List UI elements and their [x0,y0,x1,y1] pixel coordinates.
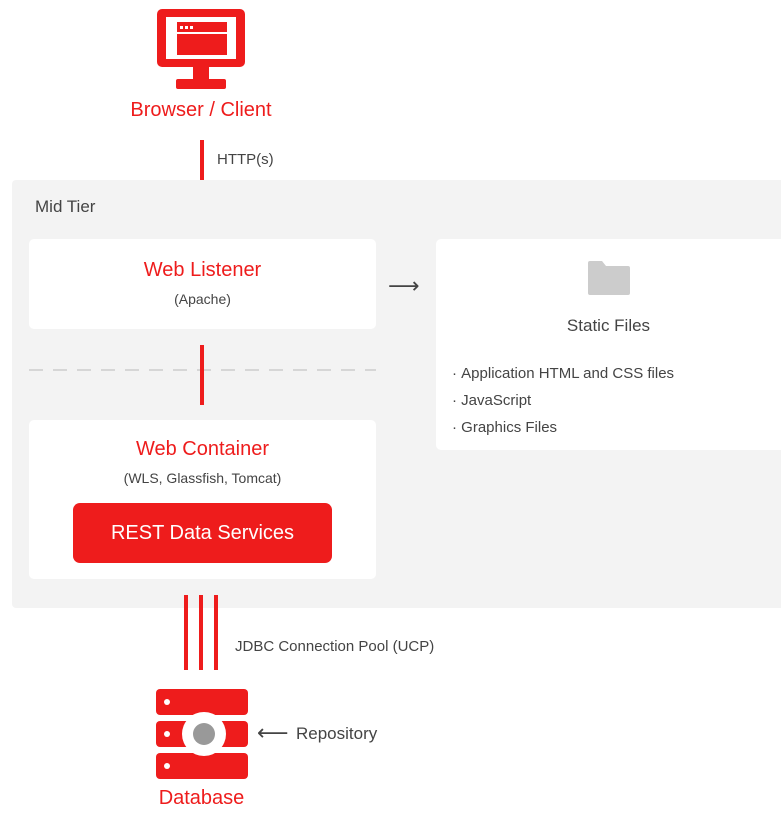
database-icon [156,689,248,779]
jdbc-line-3 [214,595,218,670]
list-item: Application HTML and CSS files [452,360,674,387]
arrow-right-icon: ⟶ [388,273,420,298]
web-listener-card: Web Listener (Apache) [29,239,376,329]
monitor-icon [157,9,245,89]
listener-container-line [200,345,204,405]
web-listener-subtitle: (Apache) [174,291,231,307]
browser-client-label: Browser / Client [130,99,272,121]
mid-tier-label: Mid Tier [35,197,96,216]
static-files-title: Static Files [566,316,651,335]
jdbc-line-1 [184,595,188,670]
static-files-list: Application HTML and CSS files JavaScrip… [452,360,674,441]
web-container-title: Web Container [135,438,270,460]
list-item: JavaScript [452,387,674,414]
web-container-subtitle: (WLS, Glassfish, Tomcat) [123,470,282,486]
repository-label: Repository [296,724,378,743]
list-item: Graphics Files [452,414,674,441]
jdbc-line-2 [199,595,203,670]
http-label: HTTP(s) [217,151,274,168]
rest-data-services-button[interactable]: REST Data Services [73,503,332,563]
web-listener-title: Web Listener [143,259,262,281]
folder-icon [588,261,630,295]
jdbc-label: JDBC Connection Pool (UCP) [235,638,435,655]
database-label: Database [158,787,245,809]
arrow-left-icon: ⟵ [257,720,289,745]
